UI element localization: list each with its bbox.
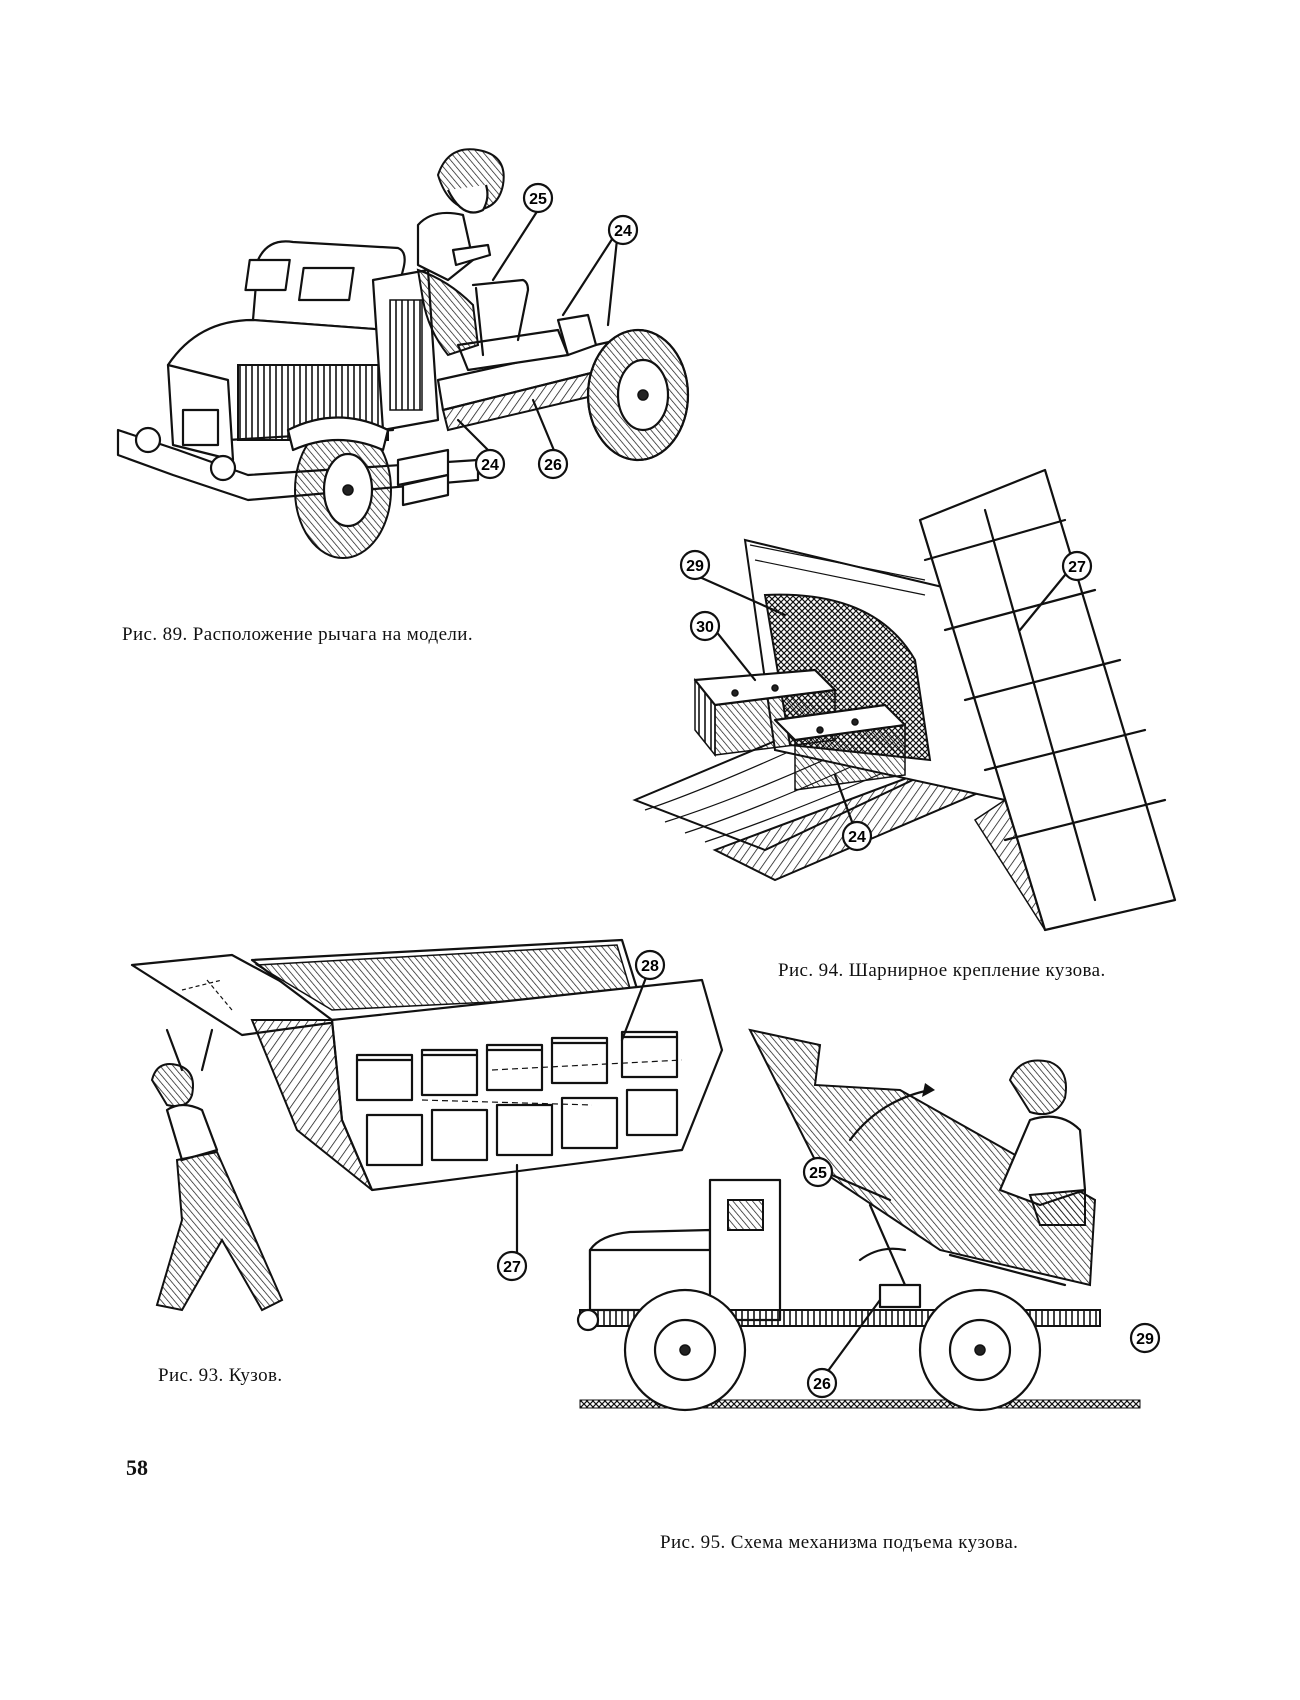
svg-text:24: 24 [614,223,632,240]
figure-94-caption: Рис. 94. Шарнирное крепление кузова. [778,960,1106,981]
callout-25: 25 [522,182,554,214]
figure-89-illustration: 25 24 24 26 [116,130,758,630]
svg-text:28: 28 [641,958,659,975]
callout-26: 26 [537,448,569,480]
svg-text:27: 27 [1068,559,1086,576]
svg-text:24: 24 [481,457,499,474]
dump-body-drawing: 28 27 [130,938,724,1312]
callout-25: 25 [802,1156,834,1188]
callout-28: 28 [634,949,666,981]
body-side-panels [355,1030,679,1167]
callout-29: 29 [679,549,711,581]
callout-30: 30 [689,610,721,642]
svg-text:24: 24 [848,829,866,846]
callout-27: 27 [1061,550,1093,582]
figure-95-illustration: 25 26 29 [560,1028,1200,1470]
svg-text:26: 26 [544,457,562,474]
figure-94-illustration: 29 30 27 24 [625,468,1185,932]
callout-24-top: 24 [607,214,639,246]
callout-24: 24 [841,820,873,852]
svg-text:30: 30 [696,619,714,636]
lifting-mechanism-drawing: 25 26 29 [576,1028,1161,1412]
truck-lever-drawing: 25 24 24 26 [116,148,690,559]
figure-93-illustration: 28 27 [122,920,802,1350]
svg-text:29: 29 [686,558,704,575]
page-number: 58 [126,1455,148,1480]
svg-text:26: 26 [813,1376,831,1393]
svg-text:27: 27 [503,1259,521,1276]
hinge-mount-drawing: 29 30 27 24 [632,468,1177,932]
svg-text:25: 25 [809,1165,827,1182]
figure-89-caption: Рис. 89. Расположение рычага на модели. [122,624,474,645]
svg-text:25: 25 [529,191,547,208]
figure-93-caption: Рис. 93. Кузов. [158,1365,283,1386]
figure-95-caption: Рис. 95. Схема механизма подъема кузова. [660,1532,1019,1553]
svg-text:29: 29 [1136,1331,1154,1348]
callout-29: 29 [1129,1322,1161,1354]
callout-24-bottom: 24 [474,448,506,480]
callout-27: 27 [496,1250,528,1282]
callout-26: 26 [806,1367,838,1399]
